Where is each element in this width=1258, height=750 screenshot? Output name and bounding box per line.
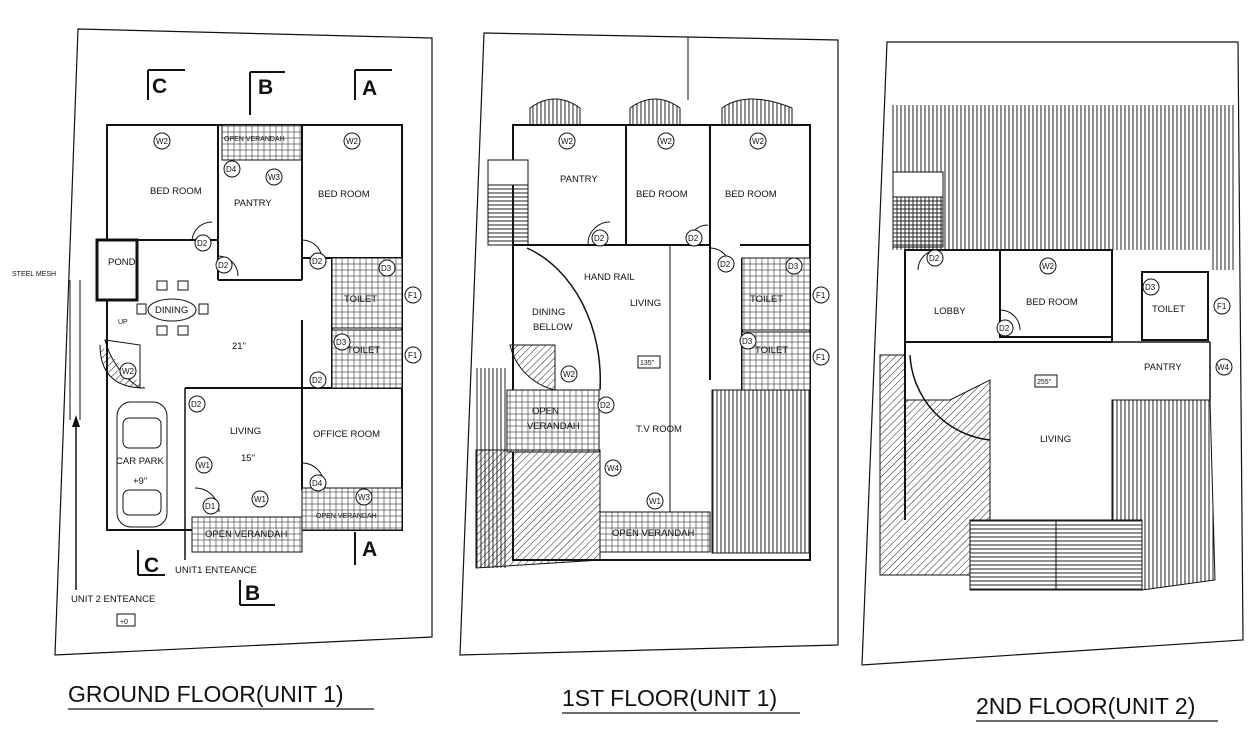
toilet-1-label: TOILET — [344, 294, 377, 305]
tag-d2-a: D2 — [594, 234, 605, 243]
tag-d4-bottom: D4 — [312, 479, 323, 488]
section-marker-a-bottom: A — [362, 538, 377, 561]
tag-d1: D1 — [205, 502, 216, 511]
section-marker-c-bottom: C — [144, 554, 159, 577]
tag-d3-b: D3 — [336, 338, 347, 347]
tag-w2-stair: W2 — [563, 370, 576, 379]
site-boundary — [54, 28, 433, 656]
tag-w2: W2 — [1042, 262, 1055, 271]
caption-second-floor: 2ND FLOOR(UNIT 2) — [976, 693, 1195, 719]
caption-first-floor: 1ST FLOOR(UNIT 1) — [562, 685, 777, 711]
tag-d3-b: D3 — [742, 337, 753, 346]
tag-d2-e: D2 — [191, 400, 202, 409]
tag-f1: F1 — [1217, 302, 1227, 311]
dining-level: 21" — [232, 341, 246, 352]
open-verandah-bottom-label: OPEN VERANDAH — [612, 528, 694, 539]
tag-d2-b: D2 — [218, 261, 229, 270]
tag-d2-c: D2 — [720, 260, 731, 269]
tag-f1-a: F1 — [408, 291, 418, 300]
toilet-1-label: TOILET — [750, 294, 783, 305]
tag-w4: W4 — [607, 464, 620, 473]
tag-w1: W1 — [649, 497, 662, 506]
tag-d3-a: D3 — [381, 264, 392, 273]
tag-w3-top: W3 — [268, 173, 281, 182]
living-level: 255" — [1037, 379, 1052, 386]
pantry-label: PANTRY — [1144, 362, 1182, 373]
pantry-label: PANTRY — [560, 174, 598, 185]
office-room-label: OFFICE ROOM — [313, 429, 380, 440]
pond-label: POND — [108, 257, 136, 268]
toilet-2-label: TOILET — [755, 345, 788, 356]
tag-f1-a: F1 — [816, 291, 826, 300]
tag-w2-stair: W2 — [122, 367, 135, 376]
tag-w2-a: W2 — [561, 137, 574, 146]
second-floor-plan: LOBBY BED ROOM TOILET PANTRY 255" LIVING… — [861, 41, 1244, 666]
tag-w2-b: W2 — [660, 137, 673, 146]
living-level: 135" — [640, 360, 655, 367]
living-label: LIVING — [230, 426, 261, 437]
living-level: 15" — [241, 453, 255, 464]
dining-label-line1: DINING — [532, 307, 565, 318]
tag-d3-a: D3 — [788, 262, 799, 271]
tag-w2-right: W2 — [346, 137, 359, 146]
steel-mesh-note: STEEL MESH — [12, 271, 56, 278]
tag-w1-bottom: W1 — [254, 495, 267, 504]
site-boundary — [459, 32, 839, 656]
site-boundary — [861, 41, 1244, 666]
hand-rail-label: HAND RAIL — [584, 272, 635, 283]
bedroom-label: BED ROOM — [1026, 297, 1078, 308]
up-label: UP — [118, 319, 128, 326]
outside-level: +0 — [120, 619, 128, 626]
unit1-entrance-note: UNIT1 ENTEANCE — [175, 565, 257, 576]
tag-d2-b: D2 — [688, 234, 699, 243]
dining-label-line2: BELLOW — [533, 322, 573, 333]
tv-room-label: T.V ROOM — [636, 424, 682, 435]
first-floor-plan: PANTRY BED ROOM BED ROOM HAND RAIL LIVIN… — [459, 32, 839, 656]
tag-w3-bottom: W3 — [358, 493, 371, 502]
tag-f1-b: F1 — [816, 353, 826, 362]
pantry-label: PANTRY — [234, 198, 272, 209]
open-verandah-label-line1: OPEN — [532, 406, 559, 417]
car-park-level: +9" — [133, 476, 147, 487]
tag-f1-b: F1 — [408, 351, 418, 360]
bedroom-1-label: BED ROOM — [636, 189, 688, 200]
living-label: LIVING — [630, 298, 661, 309]
tag-d2-a: D2 — [929, 254, 940, 263]
open-verandah-top-label: OPEN VERANDAH — [224, 136, 285, 143]
bedroom-2-label: BED ROOM — [725, 189, 777, 200]
tag-d3: D3 — [1145, 283, 1156, 292]
car-park-label: CAR PARK — [116, 456, 165, 467]
tag-w2-c: W2 — [752, 137, 765, 146]
section-marker-b-top: B — [258, 76, 273, 99]
section-marker-c-top: C — [152, 75, 167, 98]
tag-d2-d: D2 — [312, 376, 323, 385]
toilet-label: TOILET — [1152, 304, 1185, 315]
caption-ground-floor: GROUND FLOOR(UNIT 1) — [68, 681, 344, 707]
toilet-2-label: TOILET — [347, 345, 380, 356]
tag-w4: W4 — [1217, 363, 1230, 372]
tag-w2-left: W2 — [156, 137, 169, 146]
tag-d4-top: D4 — [226, 165, 237, 174]
dining-label: DINING — [155, 305, 188, 316]
open-verandah-label-line2: VERANDAH — [527, 421, 580, 432]
living-label: LIVING — [1040, 434, 1071, 445]
bedroom-right-label: BED ROOM — [318, 189, 370, 200]
bedroom-left-label: BED ROOM — [150, 186, 202, 197]
section-marker-b-bottom: B — [245, 582, 260, 605]
tag-d2-a: D2 — [197, 239, 208, 248]
open-verandah-right-label: OPEN VERANDAH — [316, 513, 377, 520]
section-marker-a-top: A — [362, 77, 377, 100]
lobby-label: LOBBY — [934, 306, 966, 317]
tag-d2-b: D2 — [999, 324, 1010, 333]
tag-w1-living: W1 — [198, 461, 211, 470]
open-verandah-bottom-label: OPEN VERANDAH — [205, 529, 287, 540]
unit2-entrance-note: UNIT 2 ENTEANCE — [71, 594, 155, 605]
ground-floor-plan: C B A A B C OPEN VERANDAH BED ROOM PANTR… — [12, 28, 433, 656]
tag-d2-c: D2 — [312, 257, 323, 266]
tag-d2-d: D2 — [600, 401, 611, 410]
